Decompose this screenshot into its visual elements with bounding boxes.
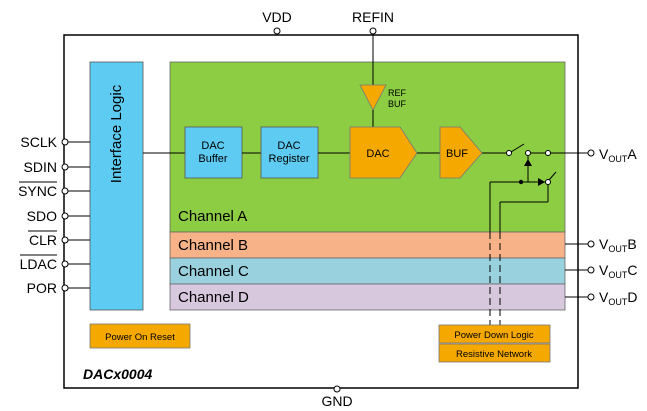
switch-arrow-up <box>524 159 532 166</box>
dac-buffer-line1: DAC <box>201 140 224 152</box>
left-pin-sclk: SCLK <box>20 134 90 150</box>
switch-node-1 <box>506 150 512 156</box>
dac-block <box>349 126 418 179</box>
left-pin-sdo: SDO <box>27 208 90 224</box>
dac-buffer-line2: Buffer <box>198 153 227 165</box>
dac-label: DAC <box>366 148 389 160</box>
channel-c-label: Channel C <box>178 263 249 280</box>
dac-register-line2: Register <box>269 153 310 165</box>
interface-logic-label: Interface Logic <box>108 84 125 183</box>
interface-logic-block <box>89 61 144 311</box>
switch-node-4 <box>545 179 551 185</box>
resistive-network-block <box>438 343 551 363</box>
vout-b-label: VOUTB <box>599 236 637 254</box>
dac-buffer-block <box>184 126 243 179</box>
refin-label: REFIN <box>352 9 394 25</box>
left-pin-sync: SYNC <box>18 181 90 199</box>
pin-ldac-label: LDAC <box>20 256 57 272</box>
switch-node-2 <box>525 150 531 156</box>
channel-d-region <box>169 283 566 311</box>
buf-label: BUF <box>446 148 468 160</box>
vout-b-pin <box>587 240 595 248</box>
junction-dot <box>518 179 524 185</box>
pin-clr-label: CLR <box>29 232 57 248</box>
ref-buf-line1: REF <box>388 88 407 98</box>
switch-arm-2 <box>548 171 557 181</box>
switch-arm-1 <box>510 143 525 153</box>
buf-block <box>439 126 483 179</box>
vout-d-pin <box>587 293 595 301</box>
channel-a-label: Channel A <box>178 208 247 225</box>
vout-a-pin <box>587 149 595 157</box>
power-on-reset-label: Power On Reset <box>105 332 175 343</box>
pin-sdin-label: SDIN <box>24 159 57 175</box>
vout-d-label: VOUTD <box>599 289 637 307</box>
left-pin-por: POR <box>27 280 90 296</box>
vdd-label: VDD <box>262 9 292 25</box>
power-on-reset-block <box>89 323 191 349</box>
channel-c-region <box>169 257 566 285</box>
vout-a-label: VOUTA <box>599 146 637 164</box>
channel-b-label: Channel B <box>178 237 248 254</box>
vdd-pin <box>273 27 281 35</box>
gnd-pin <box>333 385 341 393</box>
ref-buf-line2: BUF <box>388 99 407 109</box>
channel-b-region <box>169 231 566 259</box>
part-name-label: DACx0004 <box>83 366 152 382</box>
ref-buf-symbol <box>359 84 387 111</box>
switch-node-3 <box>545 150 551 156</box>
left-pin-ldac: LDAC <box>20 254 90 272</box>
power-down-logic-block <box>438 324 551 344</box>
power-down-logic-label: Power Down Logic <box>454 330 533 341</box>
left-pin-clr: CLR <box>28 230 90 248</box>
pin-sclk-label: SCLK <box>20 134 57 150</box>
resistive-network-label: Resistive Network <box>456 349 532 360</box>
gnd-label: GND <box>321 393 352 409</box>
pin-por-label: POR <box>27 280 57 296</box>
channel-d-label: Channel D <box>178 289 249 306</box>
refin-pin <box>369 27 377 35</box>
left-pin-sdin: SDIN <box>24 159 90 175</box>
dac-register-line1: DAC <box>277 140 300 152</box>
pin-sync-label: SYNC <box>18 183 57 199</box>
vout-c-label: VOUTC <box>599 262 637 280</box>
vout-c-pin <box>587 266 595 274</box>
pin-sdo-label: SDO <box>27 208 57 224</box>
switch-arrow-right <box>538 178 545 186</box>
